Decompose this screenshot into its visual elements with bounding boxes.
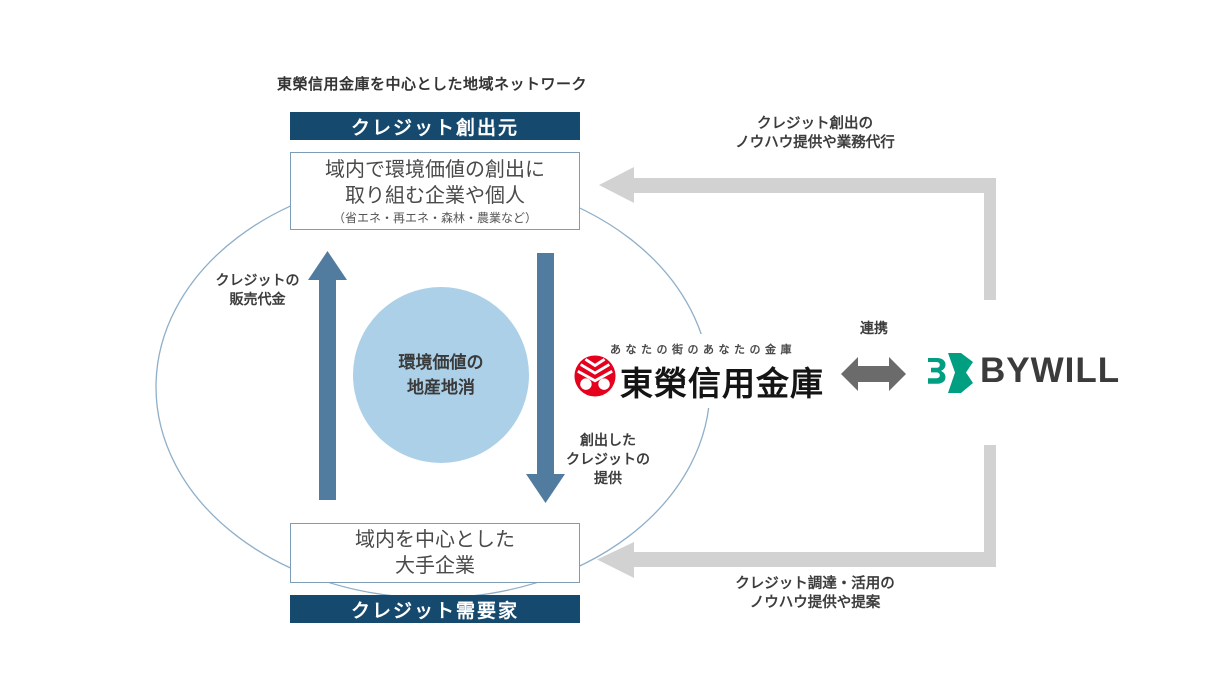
creator-box-note: （省エネ・再エネ・森林・農業など）	[332, 210, 537, 225]
up-arrow-icon	[308, 251, 347, 500]
bank-logo: あなたの街のあなたの金庫 東榮信用金庫	[568, 334, 840, 408]
circle-line2: 地産地消	[407, 378, 475, 397]
bywill-mark-icon	[928, 353, 973, 393]
flow-top-line1: クレジット創出の	[757, 116, 873, 132]
credit-creator-banner: クレジット創出元	[290, 112, 580, 140]
bywill-logo: BYWILL	[926, 348, 1126, 396]
partnership-label: 連携	[860, 320, 888, 336]
partnership-arrow-icon	[841, 357, 906, 391]
provision-label-line1: 創出した	[580, 432, 636, 448]
credit-demand-box: 域内を中心とした 大手企業	[290, 523, 580, 583]
provision-label-line2: クレジットの	[566, 451, 650, 467]
demand-box-line2: 大手企業	[395, 555, 475, 577]
credit-demand-banner-label: クレジット需要家	[350, 600, 519, 622]
flow-top-arrow-icon	[599, 167, 996, 300]
flow-bottom-arrow-icon	[597, 445, 996, 578]
provision-label: 創出した クレジットの 提供	[558, 431, 658, 488]
down-arrow-icon	[526, 253, 565, 503]
local-production-circle: 環境価値の 地産地消	[353, 287, 529, 463]
credit-creator-box: 域内で環境価値の創出に 取り組む企業や個人 （省エネ・再エネ・森林・農業など）	[290, 152, 580, 230]
demand-box-line1: 域内を中心とした	[355, 529, 515, 551]
network-title: 東榮信用金庫を中心とした地域ネットワーク	[277, 76, 588, 93]
flow-bottom-line1: クレジット調達・活用の	[735, 576, 895, 592]
credit-creator-banner-label: クレジット創出元	[350, 117, 519, 139]
flow-top-line2: ノウハウ提供や業務代行	[735, 135, 895, 151]
payment-label-line2: 販売代金	[229, 291, 286, 307]
bank-name: 東榮信用金庫	[620, 365, 824, 402]
bywill-wordmark: BYWILL	[980, 351, 1121, 390]
flow-top-label: クレジット創出の ノウハウ提供や業務代行	[660, 115, 970, 153]
bank-emblem-icon	[574, 355, 616, 397]
credit-demand-banner: クレジット需要家	[290, 595, 580, 623]
creator-box-line2: 取り組む企業や個人	[345, 184, 525, 207]
flow-bottom-line2: ノウハウ提供や提案	[749, 595, 881, 611]
circle-line1: 環境価値の	[398, 353, 484, 372]
flow-bottom-label: クレジット調達・活用の ノウハウ提供や提案	[660, 575, 970, 613]
provision-label-line3: 提供	[594, 470, 622, 486]
bank-tagline: あなたの街のあなたの金庫	[610, 344, 796, 356]
payment-label: クレジットの 販売代金	[200, 271, 315, 309]
payment-label-line1: クレジットの	[215, 272, 300, 288]
creator-box-line1: 域内で環境価値の創出に	[325, 158, 545, 181]
